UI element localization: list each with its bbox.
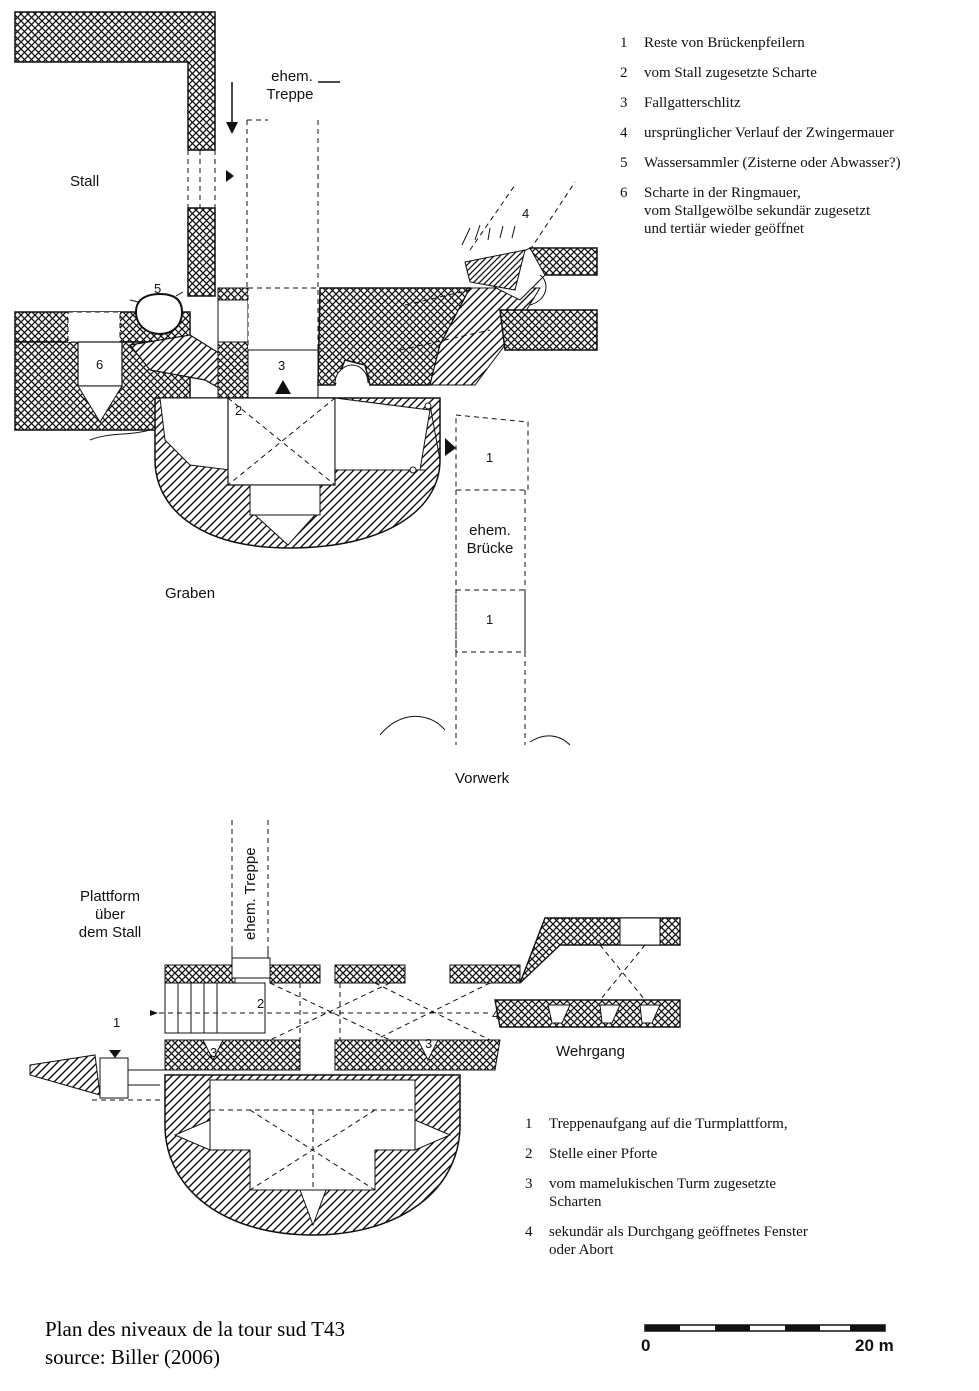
plan-number-4: 4: [522, 206, 530, 221]
upper-level-plan: [14, 11, 598, 746]
cistern-5: [134, 292, 184, 336]
embrasure-6: [77, 341, 123, 387]
scale-end-label: 20 m: [855, 1336, 894, 1355]
label-ehem-treppe-2: Treppe: [266, 86, 314, 103]
plan-number-6: 6: [96, 357, 104, 372]
label-graben: Graben: [165, 585, 216, 602]
label-ehem-treppe-1: ehem.: [271, 68, 313, 85]
plan-number-b3a: 3: [210, 1045, 218, 1060]
plan-number-3: 3: [278, 358, 286, 373]
label-plattform-2: über: [94, 906, 126, 923]
label-ehem-bruecke-1: ehem.: [469, 522, 511, 539]
plan-number-b3b: 3: [425, 1036, 433, 1051]
caption-title: Plan des niveaux de la tour sud T43: [45, 1317, 345, 1341]
label-vorwerk: Vorwerk: [455, 770, 510, 787]
plan-number-1a: 1: [486, 450, 494, 465]
plan-number-b1: 1: [113, 1015, 121, 1030]
label-ehem-bruecke-2: Brücke: [466, 540, 514, 557]
figure-caption: Plan des niveaux de la tour sud T43 sour…: [45, 1315, 345, 1371]
lower-level-plan: [29, 820, 681, 1236]
label-plattform-1: Plattform: [79, 888, 140, 905]
label-ehem-treppe-vertical: ehem. Treppe: [242, 847, 259, 940]
scale-start-label: 0: [641, 1336, 651, 1355]
plan-number-1b: 1: [486, 612, 494, 627]
plan-number-5: 5: [154, 281, 162, 296]
label-stall: Stall: [70, 173, 100, 190]
label-plattform-3: dem Stall: [78, 924, 142, 941]
plan-number-b4: 4: [492, 1007, 500, 1022]
plan-number-2: 2: [235, 403, 243, 418]
label-wehrgang: Wehrgang: [556, 1043, 625, 1060]
plan-number-b2: 2: [257, 996, 265, 1011]
scale-bar: [644, 1324, 886, 1332]
stall-wall: [14, 11, 216, 151]
stall-wall-lower: [187, 207, 216, 297]
caption-source: source: Biller (2006): [45, 1345, 220, 1369]
